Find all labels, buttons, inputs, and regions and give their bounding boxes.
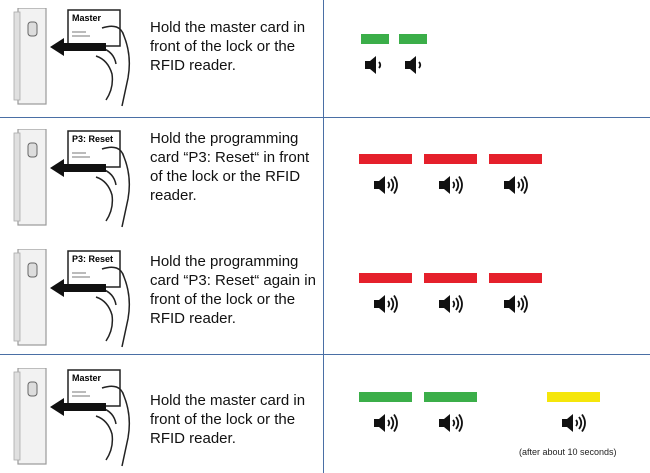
step-3: P3: Reset Hold the programming card “P3:… (0, 235, 650, 354)
card-reader-illustration: Master (13, 8, 131, 107)
led-bar (424, 154, 477, 164)
led-bar (359, 154, 412, 164)
card-reader-illustration: Master (13, 368, 131, 467)
instruction-text: Hold the programming card “P3: Reset“ in… (150, 130, 310, 204)
step-4: Master Hold the master card in front of … (0, 354, 650, 473)
card-label: P3: Reset (72, 134, 113, 144)
card (67, 9, 121, 47)
arrow-icon (50, 159, 106, 177)
speaker-icon (374, 175, 398, 195)
speaker-icon (504, 294, 528, 314)
speaker-icon (562, 413, 586, 433)
led-bar (489, 273, 542, 283)
instruction-text: Hold the master card in front of the loc… (150, 19, 306, 74)
card (67, 369, 121, 407)
led-bar (399, 34, 427, 44)
led-bar (424, 273, 477, 283)
speaker-icon (504, 175, 528, 195)
speaker-icon (374, 294, 398, 314)
instruction-text: Hold the programming card “P3: Reset“ ag… (150, 253, 316, 327)
card-label: P3: Reset (72, 254, 113, 264)
speaker-icon (374, 413, 398, 433)
led-bar (359, 273, 412, 283)
card-reader-illustration: P3: Reset (13, 129, 131, 228)
arrow-icon (50, 279, 106, 297)
step-2: P3: Reset Hold the programming card “P3:… (0, 117, 650, 235)
card-label: Master (72, 373, 102, 383)
led-bar (359, 392, 412, 402)
card-reader-illustration: P3: Reset (13, 249, 131, 348)
arrow-icon (50, 398, 106, 416)
row-divider (0, 117, 650, 118)
speaker-icon (439, 294, 463, 314)
step-1: Master Hold the master card in front of … (0, 0, 650, 117)
column-divider (323, 0, 324, 473)
speaker-icon (439, 175, 463, 195)
speaker-icon (365, 56, 382, 74)
led-bar (424, 392, 477, 402)
timing-note: (after about 10 seconds) (519, 447, 617, 457)
card (67, 250, 121, 288)
speaker-icon (439, 413, 463, 433)
arrow-icon (50, 38, 106, 56)
led-bar (489, 154, 542, 164)
instruction-text: Hold the master card in front of the loc… (150, 392, 306, 447)
speaker-icon (405, 56, 422, 74)
row-divider (0, 354, 650, 355)
led-bar (547, 392, 600, 402)
card-label: Master (72, 13, 102, 23)
led-bar (361, 34, 389, 44)
